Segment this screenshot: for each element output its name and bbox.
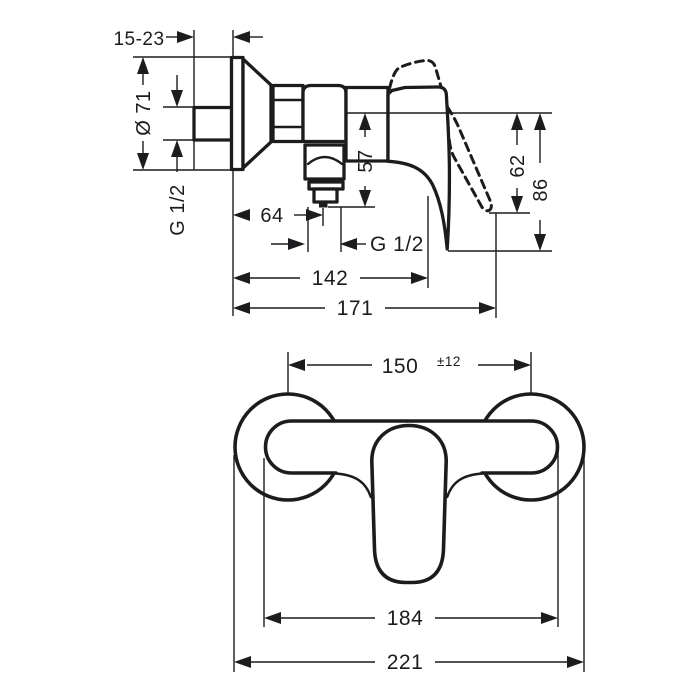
dim-label-wall-to-outlet: 64 [260, 205, 283, 227]
lower-valve-section [303, 143, 346, 181]
union-nut [271, 83, 305, 144]
dim-label-outlet-drop: 57 [355, 149, 377, 172]
shower-outlet [307, 180, 345, 208]
dim-label-lever-down-drop: 86 [530, 178, 552, 201]
dim-label-lever-up-drop: 62 [507, 154, 529, 177]
dim-label-connection-spread: 150 [382, 355, 419, 378]
outlet-nipple [319, 201, 328, 208]
dim-label-outlet-thread: G 1/2 [370, 233, 424, 256]
side-view: 15-23 Ø 71 G 1/2 57 62 86 64 G 1/2 142 1… [113, 29, 552, 320]
front-view: 150 ±12 184 221 [233, 352, 586, 674]
front-extension-lines [233, 352, 585, 672]
lever-handle-front [370, 423, 448, 585]
faucet-front-silhouette [233, 392, 586, 585]
escutcheon-plate [229, 55, 245, 172]
valve-body [301, 83, 348, 144]
lever-handle-closed [386, 85, 452, 251]
front-dimension-arrows [234, 359, 584, 668]
dim-label-total-width: 221 [387, 651, 424, 674]
handle-fillet-left [334, 472, 372, 499]
handle-fillet-right [446, 472, 484, 499]
side-extension-lines [133, 30, 552, 318]
front-dimension-lines [251, 364, 567, 663]
dim-label-inlet-thread: G 1/2 [167, 184, 189, 235]
lever-handle-open-dashed [388, 59, 493, 213]
dim-label-escutcheon-diameter: Ø 71 [133, 90, 155, 135]
dim-label-depth-body: 142 [312, 267, 349, 290]
dim-label-body-width: 184 [387, 607, 424, 630]
dim-label-depth-total: 171 [337, 297, 374, 320]
side-dimension-lines [142, 36, 541, 309]
escutcheon-cone [241, 57, 273, 170]
wall-union-pipe [192, 105, 235, 142]
side-dimension-arrows [137, 31, 546, 314]
dim-label-spread-tolerance: ±12 [437, 354, 461, 369]
dim-label-wall-range: 15-23 [113, 29, 164, 50]
